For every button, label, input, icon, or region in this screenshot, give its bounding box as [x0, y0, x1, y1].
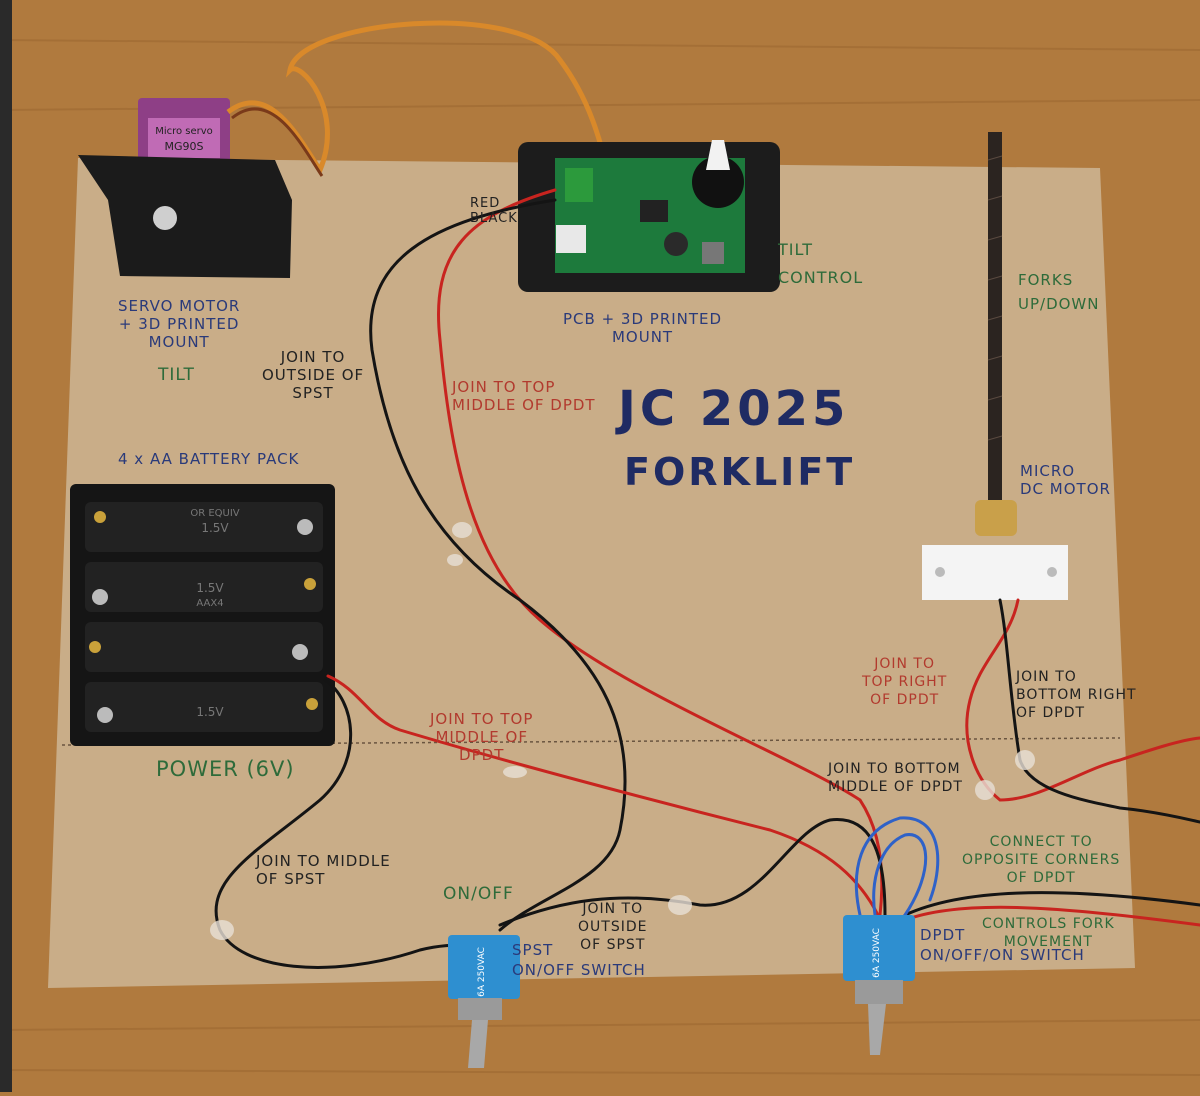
lead-screw	[988, 132, 1002, 522]
screw-terminal	[565, 168, 593, 202]
title-line-1: JC 2025	[615, 381, 849, 437]
spst-print: 6A 250VAC	[477, 947, 487, 997]
hot-glue-blobs	[210, 522, 1035, 940]
table-edge	[0, 0, 12, 1092]
battery-or-print: OR EQUIV	[190, 508, 239, 519]
label-controls-fork: CONTROLS FORK MOVEMENT	[982, 916, 1115, 950]
red-wire-right	[903, 905, 1200, 927]
label-power: POWER (6V)	[156, 757, 295, 781]
black-wire-pcb	[369, 198, 627, 932]
black-wire-motor	[998, 598, 1200, 824]
blue-jumper-1	[854, 816, 940, 917]
wiring	[214, 188, 1200, 969]
battery-cell-print-3: 1.5V	[196, 705, 224, 719]
label-join-top-middle-dpdt-2: JOIN TO TOP MIDDLE OF DPDT	[430, 710, 534, 764]
jst-connector	[556, 225, 586, 253]
knob-base	[692, 156, 744, 208]
servo-cable-brown	[231, 107, 324, 177]
label-join-bottom-right-dpdt: JOIN TO BOTTOM RIGHT OF DPDT	[1016, 669, 1137, 721]
servo-brand-print: Micro servo	[155, 126, 213, 137]
battery-aa-print: AAX4	[196, 598, 223, 609]
label-servo-motor: SERVO MOTOR + 3D PRINTED MOUNT	[118, 297, 241, 351]
servo-horn	[153, 206, 177, 230]
battery-holder: 1.5V OR EQUIV 1.5V AAX4 1.5V	[70, 484, 335, 746]
servo-mount	[78, 155, 292, 278]
label-join-top-middle-dpdt-1: JOIN TO TOP MIDDLE OF DPDT	[452, 378, 596, 414]
red-wire-battery	[326, 674, 880, 917]
hardboard-base	[48, 158, 1135, 988]
battery-cell-print-1: 1.5V	[201, 521, 229, 535]
pcb-chip	[640, 200, 668, 222]
dc-motor-gearbox	[975, 500, 1017, 536]
dc-motor-mount	[922, 545, 1068, 600]
black-wire-battery	[214, 678, 467, 969]
label-join-bottom-middle-dpdt: JOIN TO BOTTOM MIDDLE OF DPDT	[828, 761, 963, 795]
dpdt-print: 6A 250VAC	[872, 928, 882, 978]
label-battery-pack: 4 x AA BATTERY PACK	[118, 450, 300, 468]
servo-cable	[226, 20, 613, 181]
red-wire-pcb	[437, 188, 884, 917]
title-line-2: FORKLIFT	[624, 450, 855, 494]
label-spst-switch: SPST ON/OFF SWITCH	[512, 941, 646, 979]
capacitor	[664, 232, 688, 256]
label-join-top-right-dpdt: JOIN TO TOP RIGHT OF DPDT	[862, 656, 948, 708]
label-join-outside-spst-top: JOIN TO OUTSIDE OF SPST	[262, 348, 365, 402]
label-micro-dc-motor: MICRO DC MOTOR	[1020, 462, 1111, 498]
label-forks-up-down: FORKS UP/DOWN	[1018, 271, 1100, 313]
servo-motor: Micro servo MG90S	[138, 98, 230, 170]
label-dpdt-switch: DPDT ON/OFF/ON SWITCH	[920, 926, 1085, 964]
label-pcb-mount: PCB + 3D PRINTED MOUNT	[563, 310, 723, 346]
pcb-button	[702, 242, 724, 264]
label-join-middle-spst: JOIN TO MIDDLE OF SPST	[256, 852, 391, 888]
black-wire-right	[903, 891, 1200, 917]
label-join-outside-spst-bottom: JOIN TO OUTSIDE OF SPST	[578, 901, 648, 953]
servo-model-print: MG90S	[165, 140, 204, 153]
black-wire-spst-dpdt	[498, 818, 887, 927]
dpdt-switch: 6A 250VAC	[843, 915, 915, 1055]
knob-pointer	[706, 140, 730, 170]
label-tilt: TILT	[158, 365, 195, 385]
red-wire-motor	[965, 598, 1200, 802]
label-on-off: ON/OFF	[443, 884, 514, 904]
pcb-enclosure	[518, 140, 780, 292]
label-tilt-control: TILT CONTROL	[778, 240, 864, 287]
battery-cell-print-2: 1.5V	[196, 581, 224, 595]
label-red-black: RED BLACK	[470, 196, 518, 226]
spst-switch: 6A 250VAC	[448, 935, 520, 1068]
blue-jumper-2	[872, 833, 928, 917]
lead-screw-threads	[987, 155, 1003, 441]
label-connect-opposite: CONNECT TO OPPOSITE CORNERS OF DPDT	[962, 834, 1121, 886]
